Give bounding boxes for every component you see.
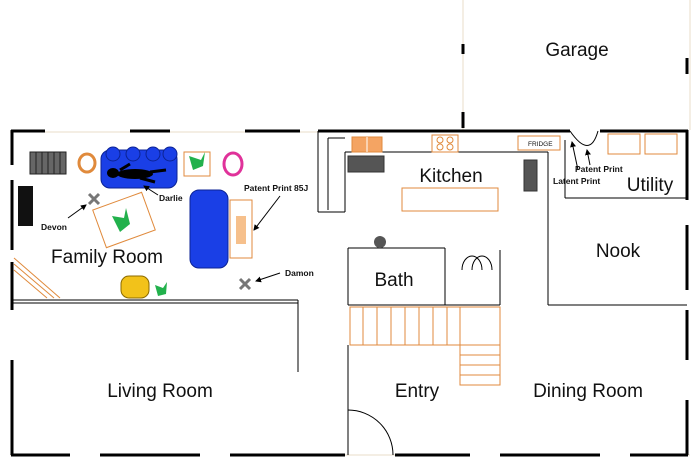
label-patent-print: Patent Print bbox=[575, 164, 623, 174]
interior-walls bbox=[12, 131, 687, 455]
label-damon: Damon bbox=[285, 268, 314, 278]
label-utility: Utility bbox=[627, 175, 674, 196]
label-latent-print: Latent Print bbox=[553, 176, 600, 186]
label-bath: Bath bbox=[374, 270, 413, 291]
family-room-furniture bbox=[13, 146, 253, 299]
window-gaps bbox=[10, 165, 689, 457]
stairs bbox=[349, 306, 501, 386]
label-family-room: Family Room bbox=[51, 247, 163, 268]
garage-walls bbox=[461, 44, 689, 128]
bath-toilet bbox=[374, 236, 386, 248]
label-kitchen: Kitchen bbox=[419, 166, 482, 187]
annotation-arrows bbox=[67, 141, 591, 283]
label-dining-room: Dining Room bbox=[533, 381, 643, 402]
entry-door bbox=[347, 409, 394, 456]
x-marker-icons bbox=[87, 192, 252, 291]
body-outline-icon bbox=[107, 162, 167, 184]
label-living-room: Living Room bbox=[107, 381, 213, 402]
utility-door bbox=[569, 130, 599, 146]
kitchen-fixtures bbox=[347, 134, 561, 212]
label-darlie: Darlie bbox=[159, 193, 183, 203]
label-patent-print-85j: Patent Print 85J bbox=[244, 183, 309, 193]
label-devon: Devon bbox=[41, 222, 67, 232]
label-fridge: FRIDGE bbox=[528, 141, 553, 148]
utility-appliances bbox=[607, 133, 678, 155]
label-garage: Garage bbox=[545, 40, 608, 61]
label-nook: Nook bbox=[596, 241, 641, 262]
plant-icons bbox=[112, 152, 205, 296]
label-entry: Entry bbox=[395, 381, 440, 402]
bath-closet-doors bbox=[461, 255, 493, 271]
